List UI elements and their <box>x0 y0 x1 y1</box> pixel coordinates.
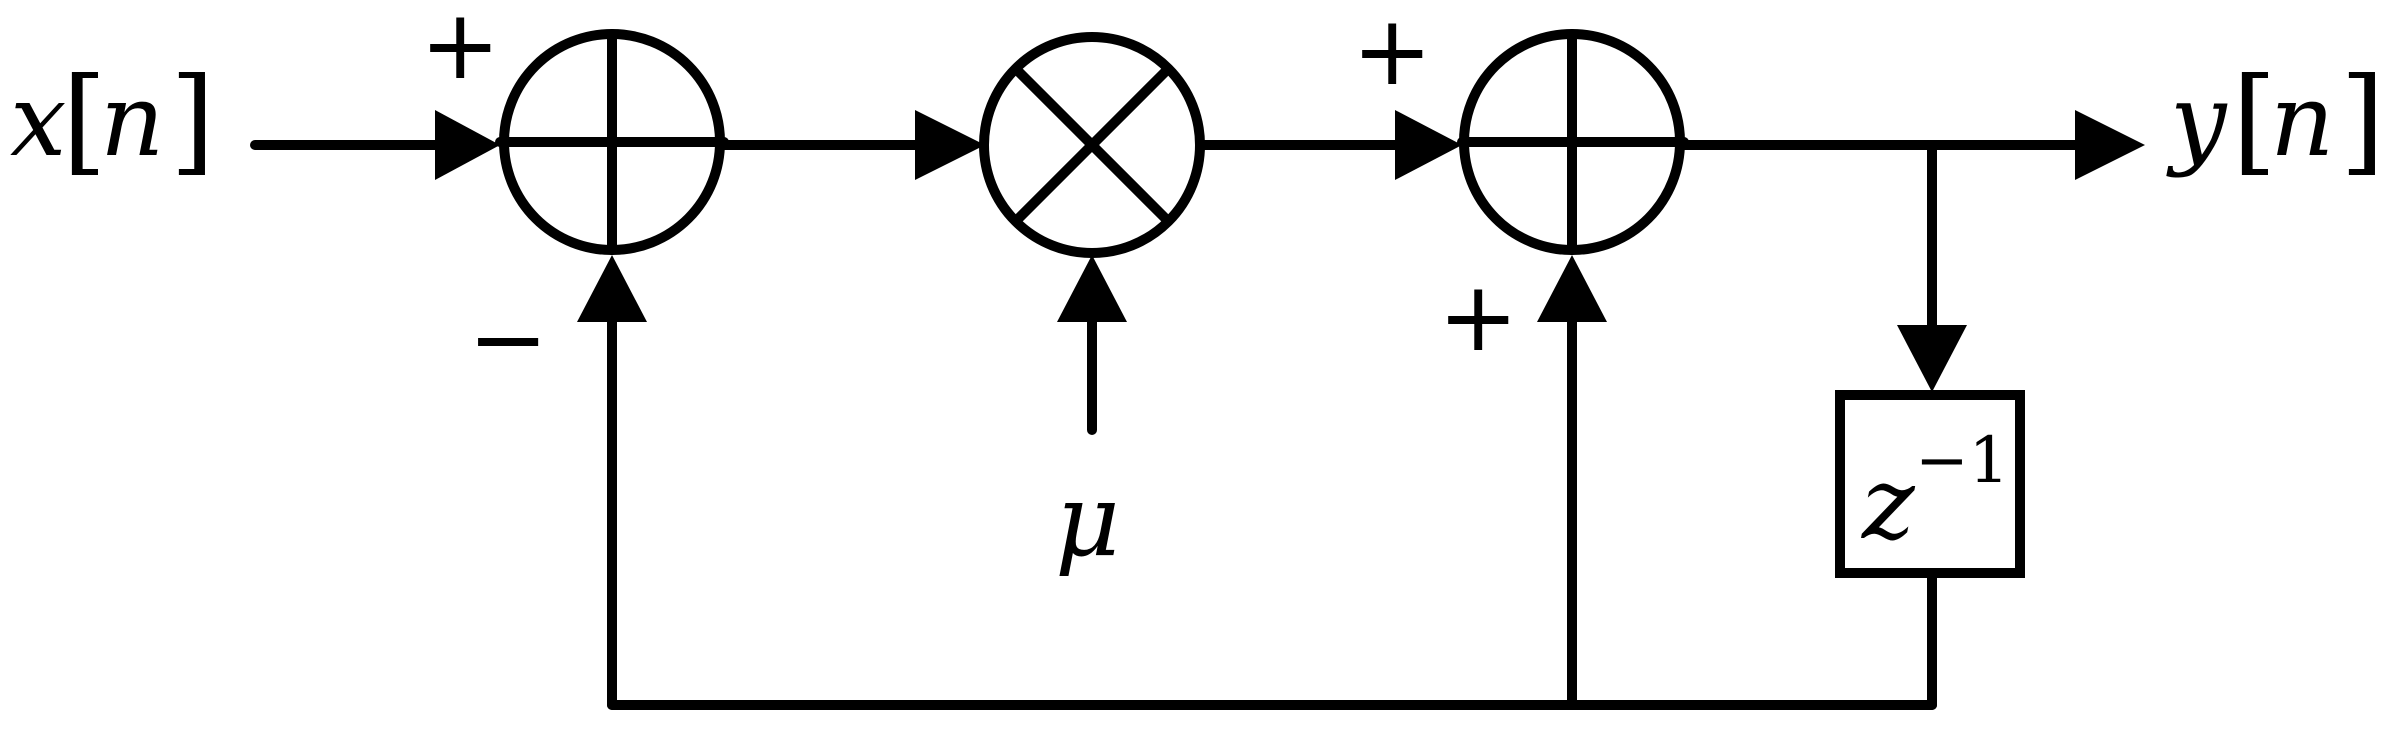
output-index: n <box>2270 62 2334 179</box>
output-open-bracket: [ <box>2232 54 2277 188</box>
sign-sum2-bottom: + <box>1438 261 1518 373</box>
delay-label: z −1 <box>1861 424 2009 562</box>
arrowhead-input <box>435 110 500 180</box>
input-close-bracket: ] <box>170 54 215 188</box>
step-size-label: μ <box>1055 462 1120 579</box>
output-close-bracket: ] <box>2340 54 2385 188</box>
sign-sum1-top: + <box>420 0 500 101</box>
arrowhead-multiplier <box>915 110 985 180</box>
output-label: y [ n ] <box>2166 54 2385 188</box>
input-symbol: x <box>10 62 66 179</box>
input-index: n <box>100 62 164 179</box>
sign-sum2-top: + <box>1352 0 1432 107</box>
arrowhead-sum2 <box>1395 110 1462 180</box>
summing-junction-1 <box>495 29 729 255</box>
arrowhead-step-size <box>1057 255 1127 322</box>
summing-junction-2 <box>1457 29 1689 255</box>
multiplier-node <box>979 32 1205 258</box>
arrowhead-feedback-sum1 <box>577 255 647 322</box>
delay-block <box>1835 390 2025 578</box>
arrowhead-feedback-sum2 <box>1537 255 1607 322</box>
arrowhead-delay <box>1897 325 1967 392</box>
sign-sum1-bottom: − <box>468 283 548 395</box>
input-label: x [ n ] <box>10 54 215 188</box>
delay-exponent: −1 <box>1915 424 2009 498</box>
output-symbol: y <box>2166 62 2228 179</box>
input-open-bracket: [ <box>62 54 107 188</box>
delay-base: z <box>1861 445 1916 562</box>
arrowhead-output <box>2075 110 2145 180</box>
